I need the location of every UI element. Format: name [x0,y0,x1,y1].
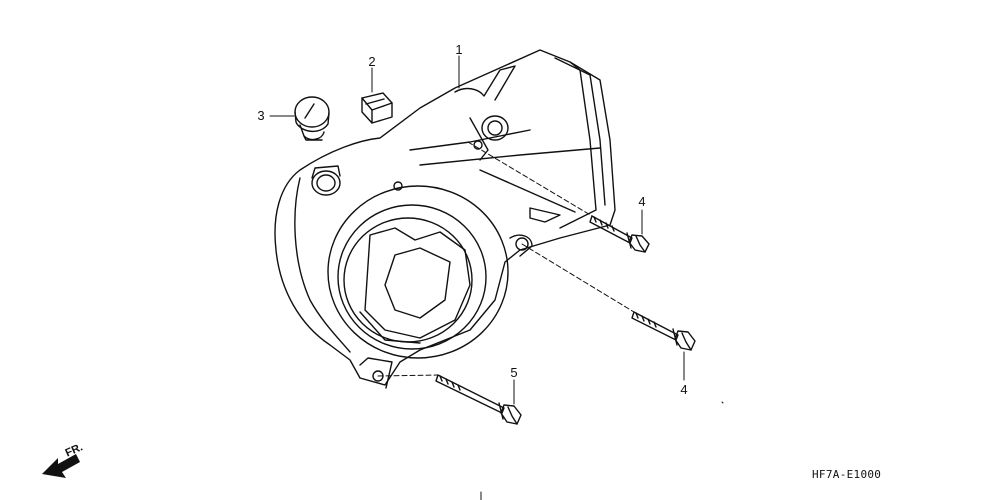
grommet-drawing [361,92,393,124]
flange-bolt-upper-drawing [589,215,650,253]
callout-part-3[interactable]: 3 [257,108,265,123]
flange-bolt-bottom-drawing [435,374,522,425]
cover-case-drawing [274,49,616,389]
callout-part-1[interactable]: 1 [455,42,463,57]
flange-bolt-lower-drawing [631,311,696,351]
registration-marks [480,401,724,500]
assembly-guide-lines [377,141,635,377]
callout-part-4-lower[interactable]: 4 [680,382,688,397]
diagram-code: HF7A-E1000 [812,468,882,481]
filler-cap-drawing [294,96,330,141]
callout-part-5[interactable]: 5 [510,365,518,380]
front-direction-arrow [42,454,80,478]
callout-leaders [269,55,685,405]
callout-part-2[interactable]: 2 [368,54,376,69]
callout-part-4-upper[interactable]: 4 [638,194,646,209]
